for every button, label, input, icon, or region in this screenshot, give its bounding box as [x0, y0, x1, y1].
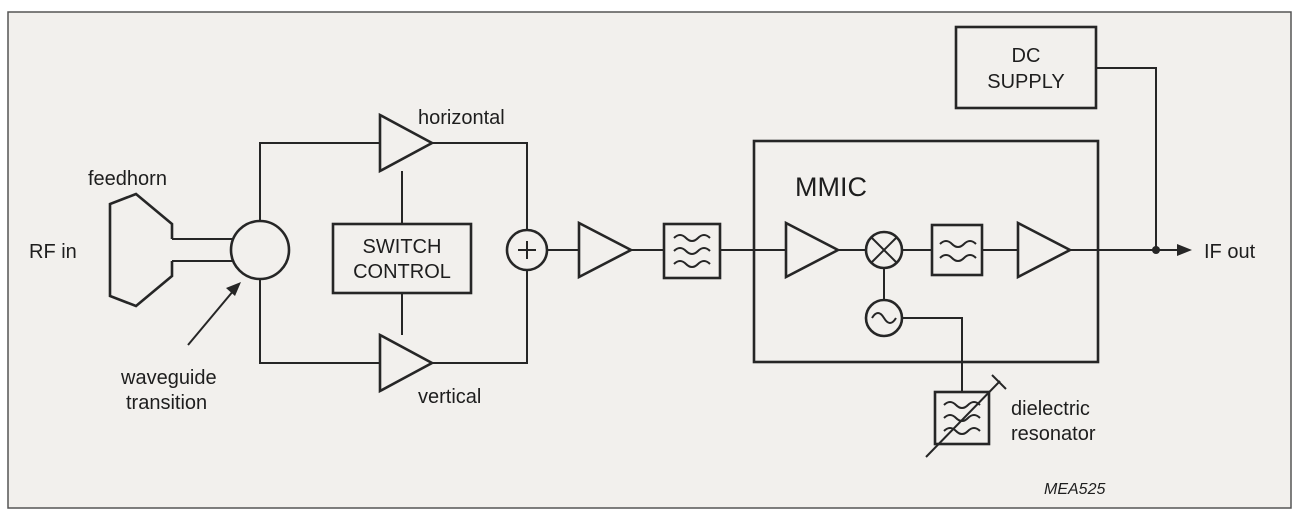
dielectric-label-line1: dielectric	[1011, 398, 1090, 420]
vertical-branch-wire	[259, 279, 380, 364]
dielectric-label-line2: resonator	[1011, 423, 1096, 445]
dc-supply-wire	[1096, 67, 1157, 250]
bandpass-filter-icon	[673, 234, 711, 268]
mmic-amplifier-icon	[784, 220, 841, 280]
switch-control-box	[331, 222, 473, 295]
if-amplifier-icon	[1016, 220, 1073, 280]
switch-control-label-line1: SWITCH	[363, 236, 442, 258]
waveguide-label-line1: waveguide	[120, 367, 217, 389]
waveguide-pointer	[187, 289, 235, 346]
dc-supply-label-line2: SUPPLY	[987, 71, 1064, 93]
horizontal-output-wire	[432, 142, 528, 230]
if-output-arrowhead	[1177, 244, 1192, 256]
horizontal-label: horizontal	[418, 107, 505, 129]
post-amplifier-icon	[577, 220, 634, 280]
vertical-label: vertical	[418, 386, 481, 408]
waveguide-pointer-arrowhead	[226, 282, 241, 296]
tuning-arrow-line	[925, 380, 1001, 458]
horizontal-branch-wire	[259, 142, 380, 221]
vertical-amplifier-icon	[378, 332, 435, 394]
feedhorn-label: feedhorn	[88, 168, 167, 190]
if-out-label: IF out	[1204, 241, 1256, 263]
waveguide-label-line2: transition	[126, 392, 207, 414]
switch-control-label-line2: CONTROL	[353, 261, 451, 283]
wire-oscillator-to-resonator	[902, 317, 963, 392]
dielectric-resonator-box	[933, 390, 991, 446]
tuning-arrow-bar	[991, 374, 1007, 390]
oscillator-wave-icon	[871, 312, 897, 324]
mmic-label: MMIC	[795, 172, 867, 202]
mmic-box	[752, 139, 1100, 364]
vertical-output-wire	[432, 270, 528, 364]
feedhorn-icon	[108, 192, 174, 308]
figure-code-label: MEA525	[1044, 481, 1105, 498]
mixer-cross-b	[870, 236, 898, 264]
rf-in-label: RF in	[29, 241, 77, 263]
dc-supply-label-line1: DC	[1012, 45, 1041, 67]
horizontal-amplifier-icon	[378, 112, 435, 174]
lowpass-filter-icon	[939, 240, 977, 262]
